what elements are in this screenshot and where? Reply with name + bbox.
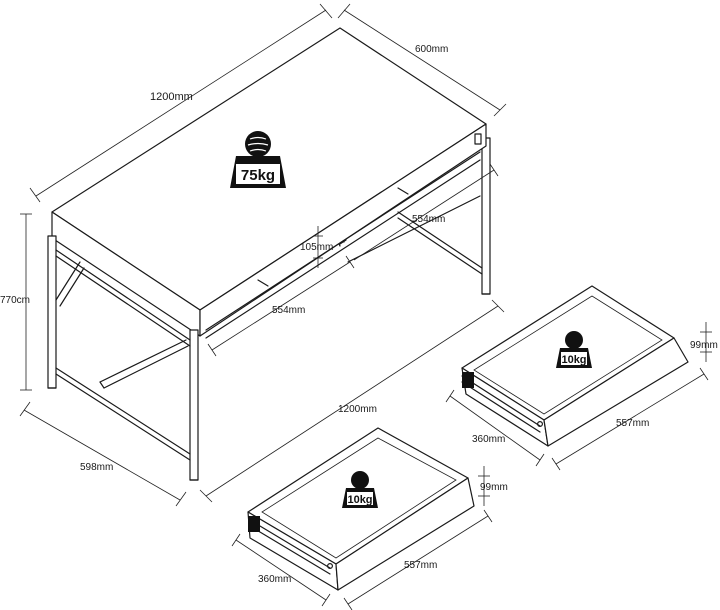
back-lower-rail — [397, 211, 483, 275]
drawer-1: 10kg 360mm 557mm 99mm — [445, 285, 718, 471]
drawer-front-right-label: 554mm — [412, 214, 445, 225]
drawer-2-depth-label: 360mm — [258, 574, 291, 585]
drawer-front-left-label: 554mm — [272, 305, 305, 316]
desk-weight-icon: 75kg — [230, 131, 286, 188]
drawer-1-width-label: 557mm — [616, 418, 649, 429]
drawer-2-weight-icon: 10kg — [342, 471, 378, 508]
desktop-side-edge — [199, 123, 487, 337]
desk-load-label: 75kg — [241, 167, 275, 184]
desk-height-label: 770cm — [0, 295, 30, 306]
drawer-2-width-label: 557mm — [404, 560, 437, 571]
desk-dimensions: 1200mm 600mm 770cm 598mm 1200mm 554mm 55… — [0, 3, 507, 507]
drawer-2-right-side — [335, 477, 475, 591]
drawer-1-height-label: 99mm — [690, 340, 718, 351]
drawer-2-runner — [249, 519, 331, 575]
drawer-2-height-label: 99mm — [480, 482, 508, 493]
front-right-leg — [189, 329, 199, 481]
drawer-1-depth-label: 360mm — [472, 434, 505, 445]
drawer-handle-left — [257, 279, 269, 287]
front-left-leg — [47, 235, 57, 389]
desk — [47, 27, 491, 481]
desk-front-width-label: 1200mm — [338, 404, 377, 415]
drawer-1-runner — [461, 375, 541, 433]
drawer-1-right-side — [543, 337, 689, 447]
drawer-2: 10kg 360mm 557mm 99mm — [231, 427, 508, 610]
drawer-1-load-label: 10kg — [561, 354, 586, 366]
left-lower-rail — [55, 367, 191, 461]
desk-leg-depth-label: 598mm — [80, 462, 113, 473]
drawer-height-label: 105mm — [300, 242, 333, 253]
drawer-2-load-label: 10kg — [347, 494, 372, 506]
desk-width-label: 1200mm — [150, 91, 193, 103]
desk-depth-label: 600mm — [415, 44, 448, 55]
drawer-handle-right — [397, 187, 409, 195]
back-right-leg — [481, 137, 491, 295]
drawer-1-weight-icon: 10kg — [556, 331, 592, 368]
